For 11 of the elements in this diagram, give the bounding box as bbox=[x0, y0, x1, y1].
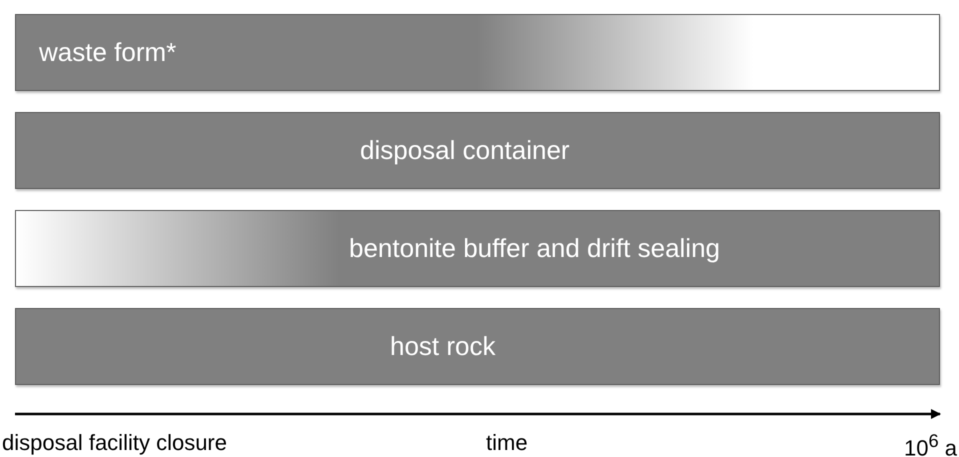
barrier-bar bbox=[15, 210, 940, 287]
axis-label: time bbox=[486, 430, 528, 456]
bar-label: waste form* bbox=[39, 37, 176, 68]
barrier-bar bbox=[15, 308, 940, 385]
barrier-bar bbox=[15, 112, 940, 189]
axis-label: disposal facility closure bbox=[2, 430, 227, 456]
bar-label: host rock bbox=[390, 331, 496, 362]
bar-label: disposal container bbox=[360, 135, 570, 166]
bar-label: bentonite buffer and drift sealing bbox=[349, 233, 720, 264]
barrier-bar bbox=[15, 14, 940, 91]
axis-label: 10$^{6}$ a bbox=[904, 430, 957, 457]
